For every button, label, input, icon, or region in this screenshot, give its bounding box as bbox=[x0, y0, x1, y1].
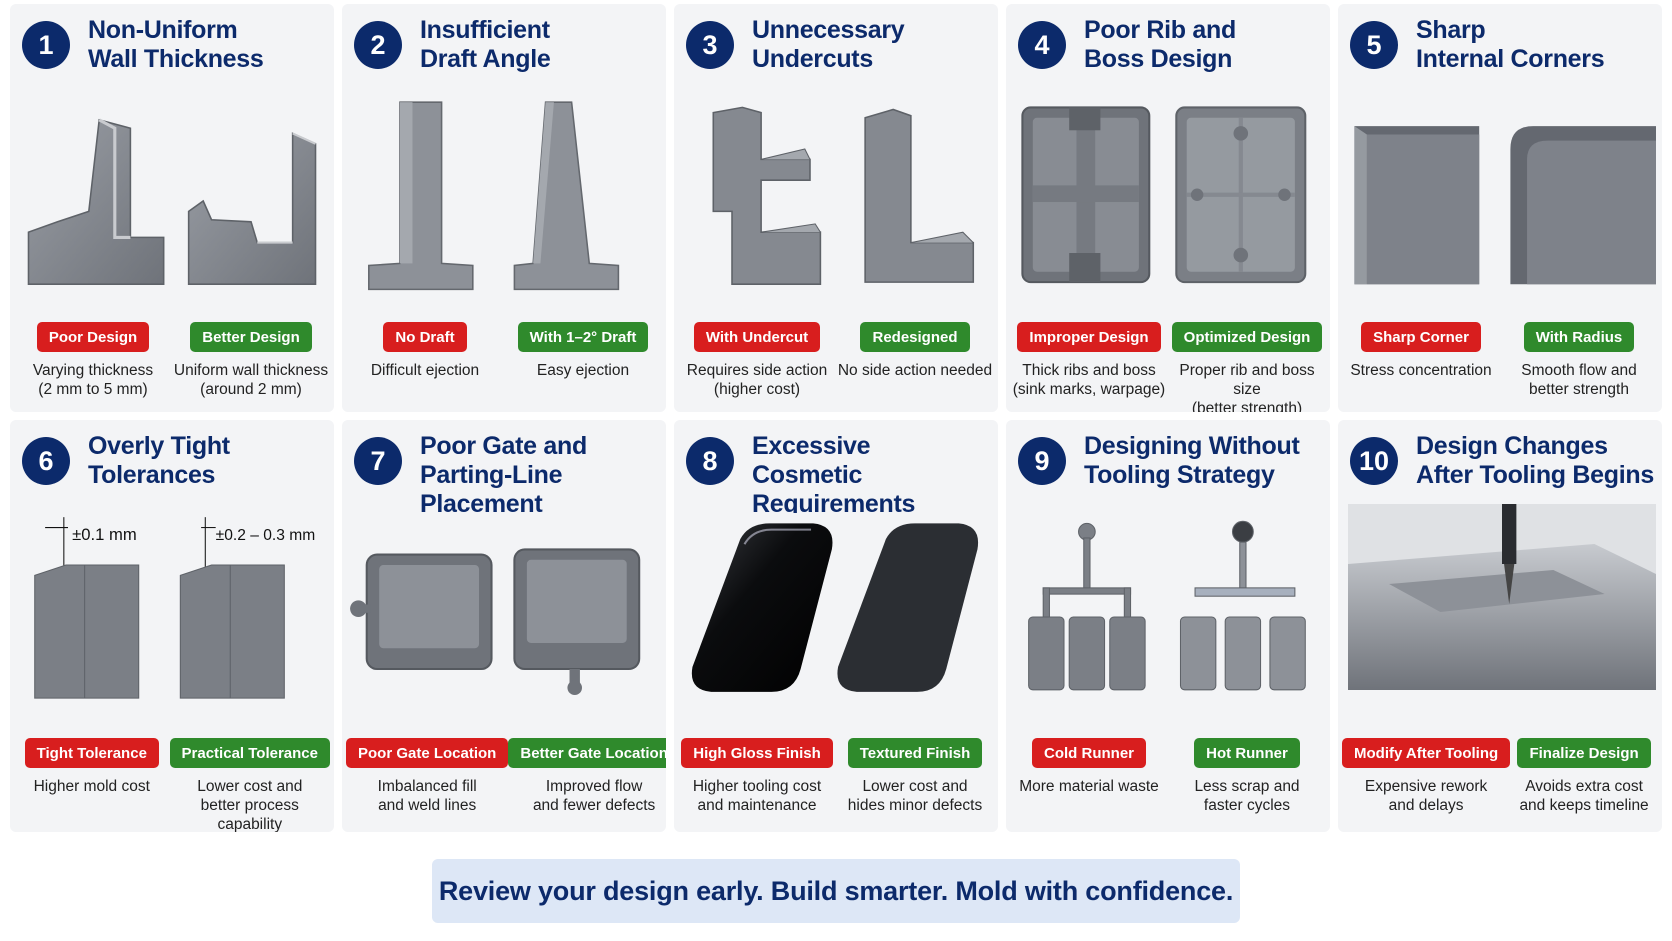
poor-badge: No Draft bbox=[383, 322, 467, 352]
better-badge: Better Gate Location bbox=[508, 738, 666, 768]
poor-badge: Tight Tolerance bbox=[24, 738, 159, 768]
number-badge: 3 bbox=[686, 21, 734, 69]
mold-machining-illustration bbox=[1348, 504, 1656, 690]
poor-badge: With Undercut bbox=[693, 322, 821, 352]
cosmetic-finish-illustration bbox=[680, 512, 992, 722]
practical-block bbox=[179, 564, 285, 699]
wall-thickness-illustration bbox=[16, 96, 328, 306]
poor-badge: Sharp Corner bbox=[1361, 322, 1481, 352]
undercut-part bbox=[712, 106, 822, 285]
cold-runner bbox=[1028, 522, 1146, 691]
card-title: Poor Rib and Boss Design bbox=[1084, 16, 1236, 73]
card-7: 7 Poor Gate and Parting-Line Placement Po… bbox=[342, 420, 666, 832]
footer-banner: Review your design early. Build smarter.… bbox=[432, 859, 1240, 923]
number-badge: 8 bbox=[686, 437, 734, 485]
undercut-illustration bbox=[680, 96, 992, 306]
runner-illustration bbox=[1012, 512, 1324, 722]
better-badge: Practical Tolerance bbox=[169, 738, 330, 768]
card-9: 9 Designing Without Tooling Strategy Cold… bbox=[1006, 420, 1330, 832]
card-4: 4 Poor Rib and Boss Design Improper Desig… bbox=[1006, 4, 1330, 412]
card-10: 10 Design Changes After Tooling Begins Mo… bbox=[1338, 420, 1662, 832]
number-badge: 7 bbox=[354, 437, 402, 485]
poor-description: Imbalanced fill and weld lines bbox=[377, 778, 477, 814]
no-draft-part bbox=[368, 101, 474, 291]
better-badge: Optimized Design bbox=[1171, 322, 1323, 352]
rib-boss-illustration bbox=[1012, 96, 1324, 306]
number-badge: 9 bbox=[1018, 437, 1066, 485]
poor-badge: Poor Design bbox=[36, 322, 150, 352]
card-8: 8 Excessive Cosmetic Requirements High Gl… bbox=[674, 420, 998, 832]
better-badge: Hot Runner bbox=[1194, 738, 1300, 768]
draft-angle-illustration bbox=[348, 96, 660, 306]
mold-block bbox=[1348, 544, 1656, 690]
better-description: Smooth flow and better strength bbox=[1521, 362, 1637, 398]
tight-block bbox=[34, 564, 140, 699]
better-badge: Textured Finish bbox=[847, 738, 983, 768]
card-title: Design Changes After Tooling Begins bbox=[1416, 432, 1654, 489]
better-description: Avoids extra cost and keeps timeline bbox=[1519, 778, 1649, 814]
better-description: Proper rib and boss size (better strengt… bbox=[1179, 362, 1315, 412]
poor-description: Difficult ejection bbox=[370, 362, 480, 379]
number-badge: 10 bbox=[1350, 437, 1398, 485]
better-description: Lower cost and better process capability bbox=[197, 778, 303, 832]
better-badge: With Radius bbox=[1523, 322, 1635, 352]
textured-part bbox=[837, 523, 979, 692]
poor-description: Higher tooling cost and maintenance bbox=[692, 778, 822, 814]
better-badge: Redesigned bbox=[860, 322, 970, 352]
internal-corner-illustration bbox=[1344, 96, 1656, 306]
card-title: Poor Gate and Parting-Line Placement bbox=[420, 432, 587, 518]
card-title: Designing Without Tooling Strategy bbox=[1084, 432, 1300, 489]
gate-placement-illustration bbox=[348, 512, 660, 722]
tight-tolerance-label: ±0.1 mm bbox=[72, 525, 137, 544]
poor-badge: Modify After Tooling bbox=[1342, 738, 1511, 768]
card-title: Unnecessary Undercuts bbox=[752, 16, 905, 73]
number-badge: 2 bbox=[354, 21, 402, 69]
card-title: Overly Tight Tolerances bbox=[88, 432, 230, 489]
poor-description: Higher mold cost bbox=[33, 778, 150, 795]
poor-description: Requires side action (higher cost) bbox=[686, 362, 828, 398]
better-badge: With 1–2° Draft bbox=[517, 322, 649, 352]
tolerance-illustration: ±0.1 mm ±0.2 – 0.3 mm bbox=[16, 512, 328, 722]
hot-runner bbox=[1179, 520, 1306, 691]
number-badge: 4 bbox=[1018, 21, 1066, 69]
better-badge: Better Design bbox=[190, 322, 312, 352]
better-description: Lower cost and hides minor defects bbox=[847, 778, 983, 814]
card-title: Non-Uniform Wall Thickness bbox=[88, 16, 264, 73]
poor-badge: Poor Gate Location bbox=[346, 738, 509, 768]
poor-badge: Improper Design bbox=[1017, 322, 1161, 352]
gloss-part bbox=[691, 523, 833, 692]
poor-badge: High Gloss Finish bbox=[681, 738, 833, 768]
card-6: 6 Overly Tight Tolerances ±0.1 mm ±0.2 – … bbox=[10, 420, 334, 832]
number-badge: 6 bbox=[22, 437, 70, 485]
card-title: Sharp Internal Corners bbox=[1416, 16, 1605, 73]
better-description: No side action needed bbox=[837, 362, 993, 379]
better-description: Less scrap and faster cycles bbox=[1194, 778, 1300, 814]
practical-tolerance-label: ±0.2 – 0.3 mm bbox=[216, 527, 316, 544]
poor-description: Stress concentration bbox=[1350, 362, 1492, 379]
poor-description: More material waste bbox=[1019, 778, 1159, 795]
poor-description: Thick ribs and boss (sink marks, warpage… bbox=[1012, 362, 1166, 398]
better-badge: Finalize Design bbox=[1517, 738, 1651, 768]
card-title: Excessive Cosmetic Requirements bbox=[752, 432, 916, 518]
better-description: Uniform wall thickness (around 2 mm) bbox=[173, 362, 329, 398]
poor-description: Varying thickness (2 mm to 5 mm) bbox=[32, 362, 154, 398]
better-description: Easy ejection bbox=[536, 362, 630, 379]
poor-part-shape bbox=[27, 118, 165, 285]
poor-description: Expensive rework and delays bbox=[1364, 778, 1488, 814]
card-title: Insufficient Draft Angle bbox=[420, 16, 551, 73]
number-badge: 5 bbox=[1350, 21, 1398, 69]
poor-badge: Cold Runner bbox=[1032, 738, 1146, 768]
better-description: Improved flow and fewer defects bbox=[532, 778, 656, 814]
number-badge: 1 bbox=[22, 21, 70, 69]
